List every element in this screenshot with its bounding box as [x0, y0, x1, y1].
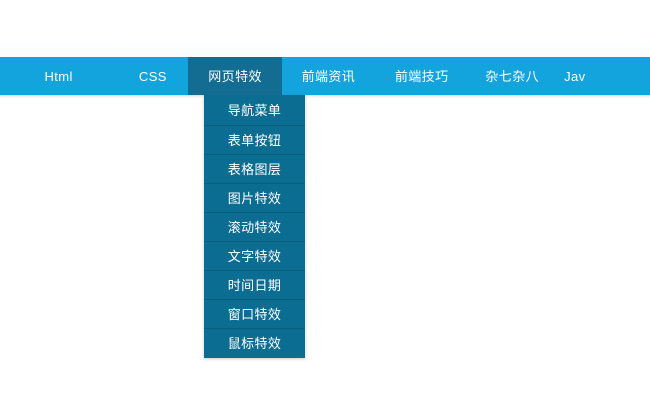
nav-item-css[interactable]: CSS: [117, 57, 188, 95]
nav-item-javascript[interactable]: Jav: [556, 57, 650, 95]
navbar-drop-shadow: [0, 95, 650, 99]
nav-item-label: 杂七杂八: [485, 68, 539, 84]
nav-item-web-effects[interactable]: 网页特效: [188, 57, 282, 95]
nav-item-label: CSS: [138, 68, 167, 84]
nav-item-label: Jav: [564, 68, 586, 84]
dropdown-menu-web-effects: 导航菜单 表单按钮 表格图层 图片特效 滚动特效 文字特效 时间日期 窗口特效 …: [204, 95, 305, 358]
nav-item-miscellaneous[interactable]: 杂七杂八: [468, 57, 556, 95]
dropdown-item-label: 鼠标特效: [227, 336, 282, 351]
dropdown-item-scroll-effects[interactable]: 滚动特效: [204, 212, 305, 241]
dropdown-item-window-effects[interactable]: 窗口特效: [204, 299, 305, 328]
dropdown-item-image-effects[interactable]: 图片特效: [204, 183, 305, 212]
dropdown-item-nav-menu[interactable]: 导航菜单: [204, 95, 305, 125]
main-navigation-bar: Html CSS 网页特效 前端资讯 前端技巧 杂七杂八 Jav: [0, 57, 650, 95]
nav-item-html[interactable]: Html: [0, 57, 117, 95]
dropdown-item-label: 表格图层: [227, 161, 282, 177]
dropdown-item-label: 导航菜单: [227, 102, 282, 118]
nav-item-frontend-news[interactable]: 前端资讯: [282, 57, 375, 95]
page-top-background: [0, 0, 650, 57]
dropdown-item-form-buttons[interactable]: 表单按钮: [204, 125, 305, 154]
dropdown-item-label: 图片特效: [227, 190, 282, 206]
dropdown-item-label: 滚动特效: [227, 219, 282, 235]
dropdown-item-label: 时间日期: [227, 277, 282, 293]
dropdown-item-tables-layers[interactable]: 表格图层: [204, 154, 305, 183]
nav-item-frontend-tips[interactable]: 前端技巧: [375, 57, 468, 95]
dropdown-item-time-date[interactable]: 时间日期: [204, 270, 305, 299]
dropdown-item-mouse-effects[interactable]: 鼠标特效: [204, 328, 305, 358]
nav-item-label: 网页特效: [208, 68, 262, 84]
dropdown-item-label: 表单按钮: [227, 132, 282, 148]
nav-item-label: Html: [44, 68, 73, 84]
dropdown-item-label: 文字特效: [227, 248, 282, 264]
dropdown-item-label: 窗口特效: [227, 306, 282, 322]
dropdown-item-text-effects[interactable]: 文字特效: [204, 241, 305, 270]
nav-item-label: 前端资讯: [301, 68, 356, 84]
nav-item-label: 前端技巧: [394, 68, 449, 84]
